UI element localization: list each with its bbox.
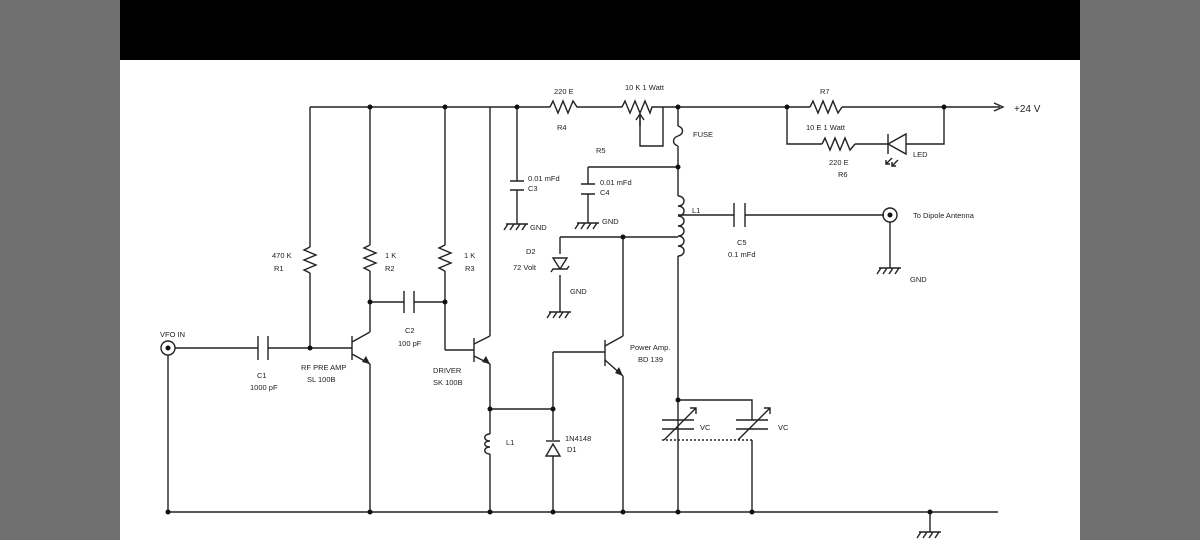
vc1-label: VC <box>700 423 711 432</box>
q2-transistor-symbol <box>473 335 491 365</box>
r5-label: R5 <box>596 146 606 155</box>
d2-gnd-label: GND <box>570 287 587 296</box>
r7-value-label: 10 E 1 Watt <box>806 123 846 132</box>
l1-emitter-coil-symbol <box>484 433 491 455</box>
c1-value-label: 1000 pF <box>250 383 278 392</box>
r1-label: R1 <box>274 264 284 273</box>
d1-part-label: 1N4148 <box>565 434 591 443</box>
c4-label: C4 <box>600 188 610 197</box>
fuse-symbol <box>672 125 684 147</box>
antenna-gnd-label: GND <box>910 275 927 284</box>
d2-zener-diode-symbol <box>550 257 570 273</box>
l1-output-label: L1 <box>692 206 700 215</box>
r4-label: R4 <box>557 123 567 132</box>
r3-value-label: 1 K <box>464 251 475 260</box>
c3-label: C3 <box>528 184 538 193</box>
c3-value-label: 0.01 mFd <box>528 174 560 183</box>
q1-transistor-symbol <box>351 331 371 365</box>
r5-potentiometer-symbol <box>621 99 655 115</box>
c3-gnd-label: GND <box>530 223 547 232</box>
c3-ground-icon <box>503 223 528 231</box>
c5-label: C5 <box>737 238 747 247</box>
vfo-input-jack-icon <box>160 340 176 356</box>
d2-ground-icon <box>546 311 571 319</box>
wires <box>167 106 1000 532</box>
l1-emitter-label: L1 <box>506 438 514 447</box>
r5-wiper-arrow <box>635 112 645 126</box>
d1-diode-symbol <box>544 440 562 457</box>
q3-transistor-symbol <box>604 335 624 377</box>
r5-value-label: 10 K 1 Watt <box>625 83 665 92</box>
q3-name-label: Power Amp. <box>630 343 670 352</box>
c4-capacitor-symbol <box>581 183 595 195</box>
d2-label: D2 <box>526 247 536 256</box>
r3-resistor-symbol <box>437 244 453 272</box>
rail-ground-icon <box>916 531 941 539</box>
r1-resistor-symbol <box>302 246 318 274</box>
c4-ground-icon <box>574 222 599 230</box>
c2-capacitor-symbol <box>403 291 415 313</box>
r6-label: R6 <box>838 170 848 179</box>
left-letterbox <box>0 0 120 540</box>
fuse-label: FUSE <box>693 130 713 139</box>
q2-name-label: DRIVER <box>433 366 462 375</box>
d2-value-label: 72 Volt <box>513 263 537 272</box>
q1-name-label: RF PRE AMP <box>301 363 346 372</box>
supply-voltage-label: +24 V <box>1014 104 1041 115</box>
q1-part-label: SL 100B <box>307 375 336 384</box>
q3-part-label: BD 139 <box>638 355 663 364</box>
junctions <box>165 104 947 515</box>
antenna-label: To Dipole Antenna <box>913 211 975 220</box>
c2-value-label: 100 pF <box>398 339 422 348</box>
r2-label: R2 <box>385 264 395 273</box>
c4-gnd-label: GND <box>602 217 619 226</box>
right-letterbox <box>1080 0 1200 540</box>
c5-capacitor-symbol <box>733 203 746 227</box>
r7-label: R7 <box>820 87 830 96</box>
c3-capacitor-symbol <box>510 180 524 191</box>
r7-resistor-symbol <box>809 99 843 115</box>
vc1-variable-capacitor-symbol <box>662 407 697 441</box>
led-label: LED <box>913 150 928 159</box>
c4-value-label: 0.01 mFd <box>600 178 632 187</box>
l1-output-coil-symbol <box>677 195 685 257</box>
supply-arrow-icon <box>993 102 1005 112</box>
c1-capacitor-symbol <box>257 336 269 360</box>
antenna-ground-icon <box>876 267 901 275</box>
c5-value-label: 0.1 mFd <box>728 250 756 259</box>
r6-resistor-symbol <box>821 136 856 152</box>
schematic-sheet <box>120 60 1080 540</box>
q2-part-label: SK 100B <box>433 378 463 387</box>
r1-value-label: 470 K <box>272 251 292 260</box>
top-black-bar <box>120 0 1080 60</box>
r6-value-label: 220 E <box>829 158 849 167</box>
r4-resistor-symbol <box>549 99 580 115</box>
vfo-input-label: VFO IN <box>160 330 185 339</box>
c1-label: C1 <box>257 371 267 380</box>
vc2-variable-capacitor-symbol <box>736 407 771 441</box>
c2-label: C2 <box>405 326 415 335</box>
r2-value-label: 1 K <box>385 251 396 260</box>
r3-label: R3 <box>465 264 475 273</box>
r4-value-label: 220 E <box>554 87 574 96</box>
d1-label: D1 <box>567 445 577 454</box>
vc2-label: VC <box>778 423 789 432</box>
led-symbol <box>885 132 907 167</box>
r2-resistor-symbol <box>362 244 378 272</box>
antenna-jack-icon <box>882 207 898 223</box>
